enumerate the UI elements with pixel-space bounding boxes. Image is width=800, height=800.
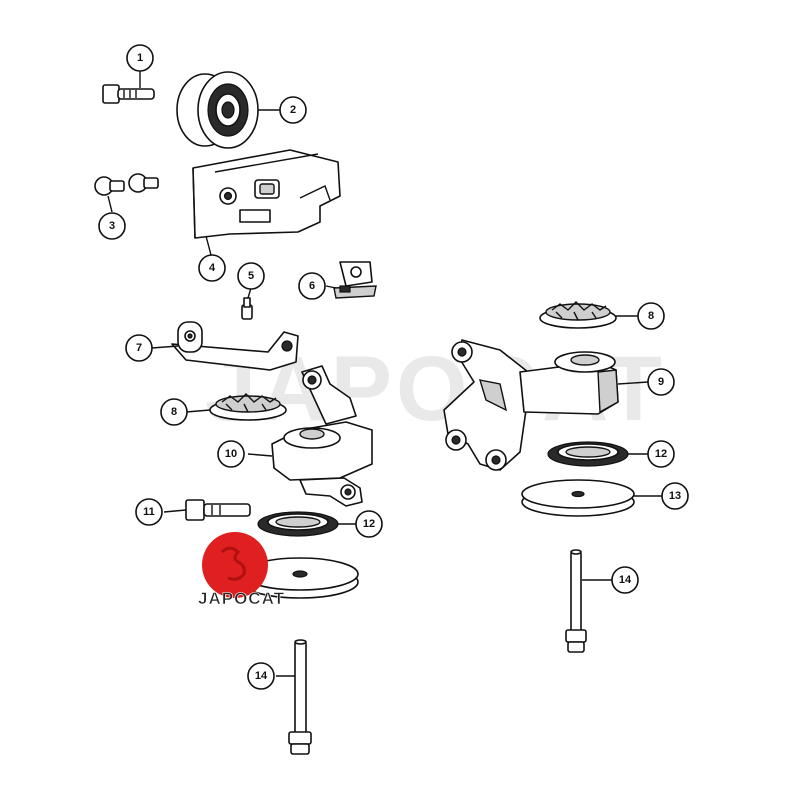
callout-circle <box>637 302 665 330</box>
part-nut-8-left <box>209 393 287 421</box>
callout-label: 13 <box>669 490 681 502</box>
callout-label: 1 <box>137 52 143 64</box>
part-mount-9 <box>443 339 619 471</box>
callout-label: 5 <box>248 270 254 282</box>
callout-circle <box>279 96 307 124</box>
callout-circle <box>126 44 154 72</box>
part-bolt-14-right <box>565 549 587 653</box>
callout-circle <box>160 398 188 426</box>
callout-11: 11 <box>135 498 163 526</box>
callout-circle <box>647 440 675 468</box>
callout-12: 12 <box>647 440 675 468</box>
callout-circle <box>217 440 245 468</box>
callout-5: 5 <box>237 262 265 290</box>
callout-label: 8 <box>171 406 177 418</box>
callout-label: 2 <box>290 104 296 116</box>
part-washer-13 <box>521 479 635 517</box>
callout-6: 6 <box>298 272 326 300</box>
callout-label: 14 <box>255 670 268 682</box>
callout-label: 11 <box>143 506 155 518</box>
callout-label: 12 <box>655 448 667 460</box>
part-bushing-2 <box>176 71 259 149</box>
part-strap-7 <box>171 321 299 371</box>
part-bolt-5 <box>241 297 253 320</box>
callout-circle <box>198 254 226 282</box>
callout-label: 10 <box>225 448 237 460</box>
callout-circle <box>247 662 275 690</box>
callout-14: 14 <box>611 566 639 594</box>
callout-label: 14 <box>619 574 632 586</box>
part-bolts-3 <box>94 173 159 196</box>
callout-label: 12 <box>363 518 375 530</box>
callout-4: 4 <box>198 254 226 282</box>
logo-emblem-icon <box>220 546 246 581</box>
callout-10: 10 <box>217 440 245 468</box>
callout-label: 8 <box>648 310 654 322</box>
callout-circle <box>647 368 675 396</box>
part-washer-left <box>241 557 359 599</box>
logo-red-circle <box>202 532 268 598</box>
callout-circle <box>661 482 689 510</box>
callout-circle <box>98 212 126 240</box>
part-bracket-4 <box>192 149 341 239</box>
callout-9: 9 <box>647 368 675 396</box>
callout-circle <box>237 262 265 290</box>
callout-circle <box>135 498 163 526</box>
callout-2: 2 <box>279 96 307 124</box>
callout-circle <box>298 272 326 300</box>
part-seal-12-right <box>547 441 629 467</box>
callout-3: 3 <box>98 212 126 240</box>
callout-label: 9 <box>658 376 664 388</box>
callout-12: 12 <box>355 510 383 538</box>
japocat-logo: JAPOCAT <box>198 532 285 608</box>
callout-8: 8 <box>637 302 665 330</box>
part-bolt-14-left <box>288 639 312 755</box>
logo-text: JAPOCAT <box>198 589 285 608</box>
part-bolt-11 <box>185 499 251 521</box>
callout-label: 7 <box>136 342 142 354</box>
callout-label: 3 <box>109 220 115 232</box>
part-seal-12-left <box>257 511 339 537</box>
callout-label: 4 <box>209 262 216 274</box>
part-mount-10 <box>271 365 373 507</box>
callout-8: 8 <box>160 398 188 426</box>
callout-circle <box>355 510 383 538</box>
callout-1: 1 <box>126 44 154 72</box>
part-clip-6 <box>333 261 377 299</box>
callout-7: 7 <box>125 334 153 362</box>
callout-circle <box>125 334 153 362</box>
callout-circle <box>611 566 639 594</box>
callout-label: 6 <box>309 280 315 292</box>
part-nut-8-right <box>539 301 617 329</box>
part-bolt-1 <box>102 84 155 104</box>
leader-lines <box>107 70 662 677</box>
callout-14: 14 <box>247 662 275 690</box>
callout-13: 13 <box>661 482 689 510</box>
